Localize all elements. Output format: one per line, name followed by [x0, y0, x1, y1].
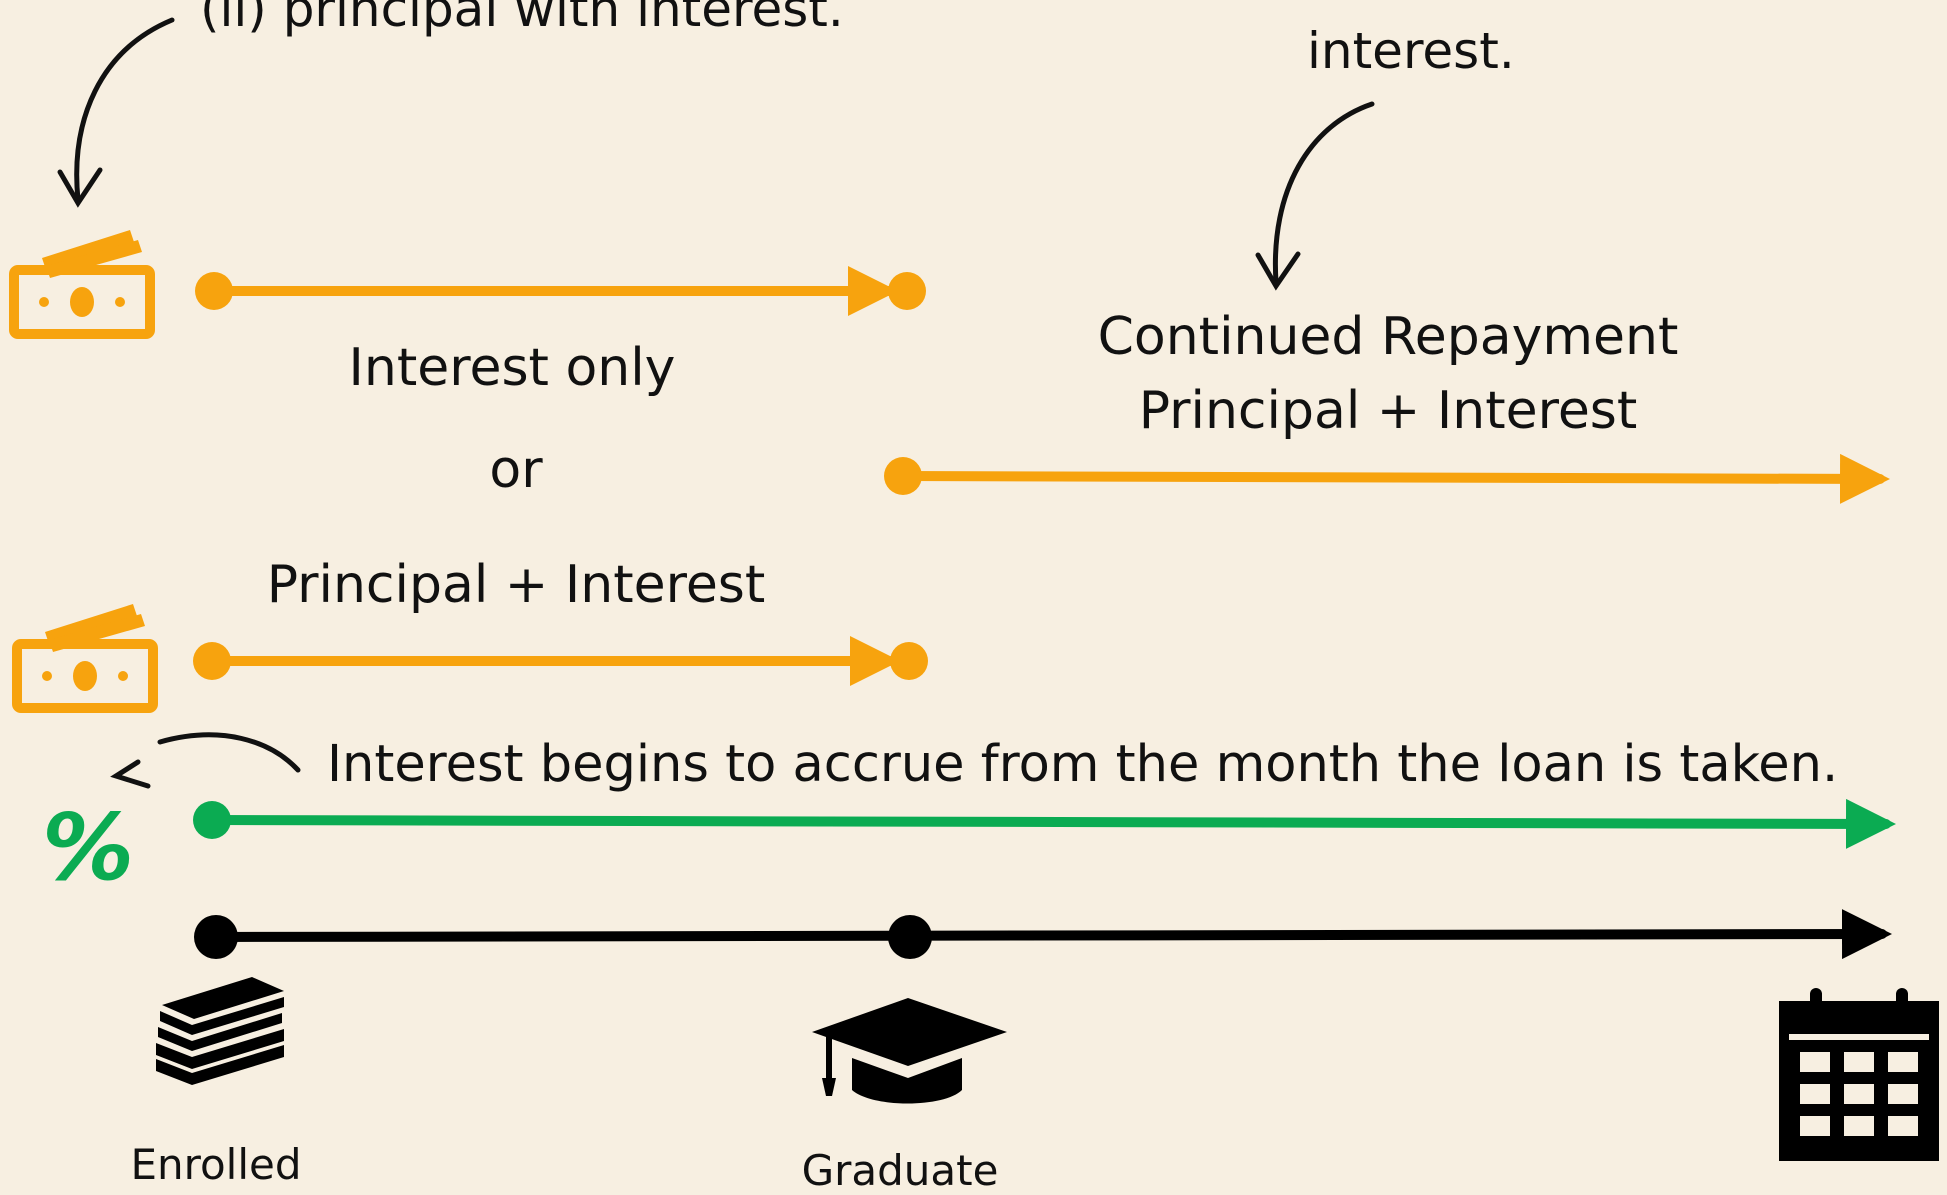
milestone-enrolled: Enrolled [130, 1140, 302, 1189]
post-graduation-title: Continued Repayment [1097, 307, 1679, 367]
in-study-option-1: Interest only [348, 338, 676, 398]
graduation-cap-icon [812, 998, 1007, 1104]
curved-arrow-icon [1255, 101, 1375, 291]
milestone-graduate: Graduate [801, 1146, 999, 1195]
in-study-option-2: Principal + Interest [266, 555, 766, 615]
calendar-icon [1779, 988, 1939, 1161]
interest-accrual-note: Interest begins to accrue from the month… [327, 735, 1839, 794]
percent-icon: % [42, 794, 135, 901]
main-timeline [194, 909, 1892, 960]
money-icon [12, 604, 158, 713]
repayment-line-post-graduation [884, 453, 1890, 504]
post-graduation-subtitle: Principal + Interest [1138, 381, 1638, 441]
books-icon [156, 977, 284, 1085]
top-right-caption: interest. [1307, 22, 1515, 80]
curved-arrow-icon [57, 17, 175, 208]
money-icon [9, 230, 155, 339]
in-study-option-or: or [489, 440, 543, 500]
repayment-line-in-study-top [195, 266, 926, 316]
repayment-line-in-study-bottom [193, 636, 928, 686]
top-left-caption: (ii) principal with interest. [200, 0, 844, 38]
interest-accrual-line [110, 732, 1896, 849]
